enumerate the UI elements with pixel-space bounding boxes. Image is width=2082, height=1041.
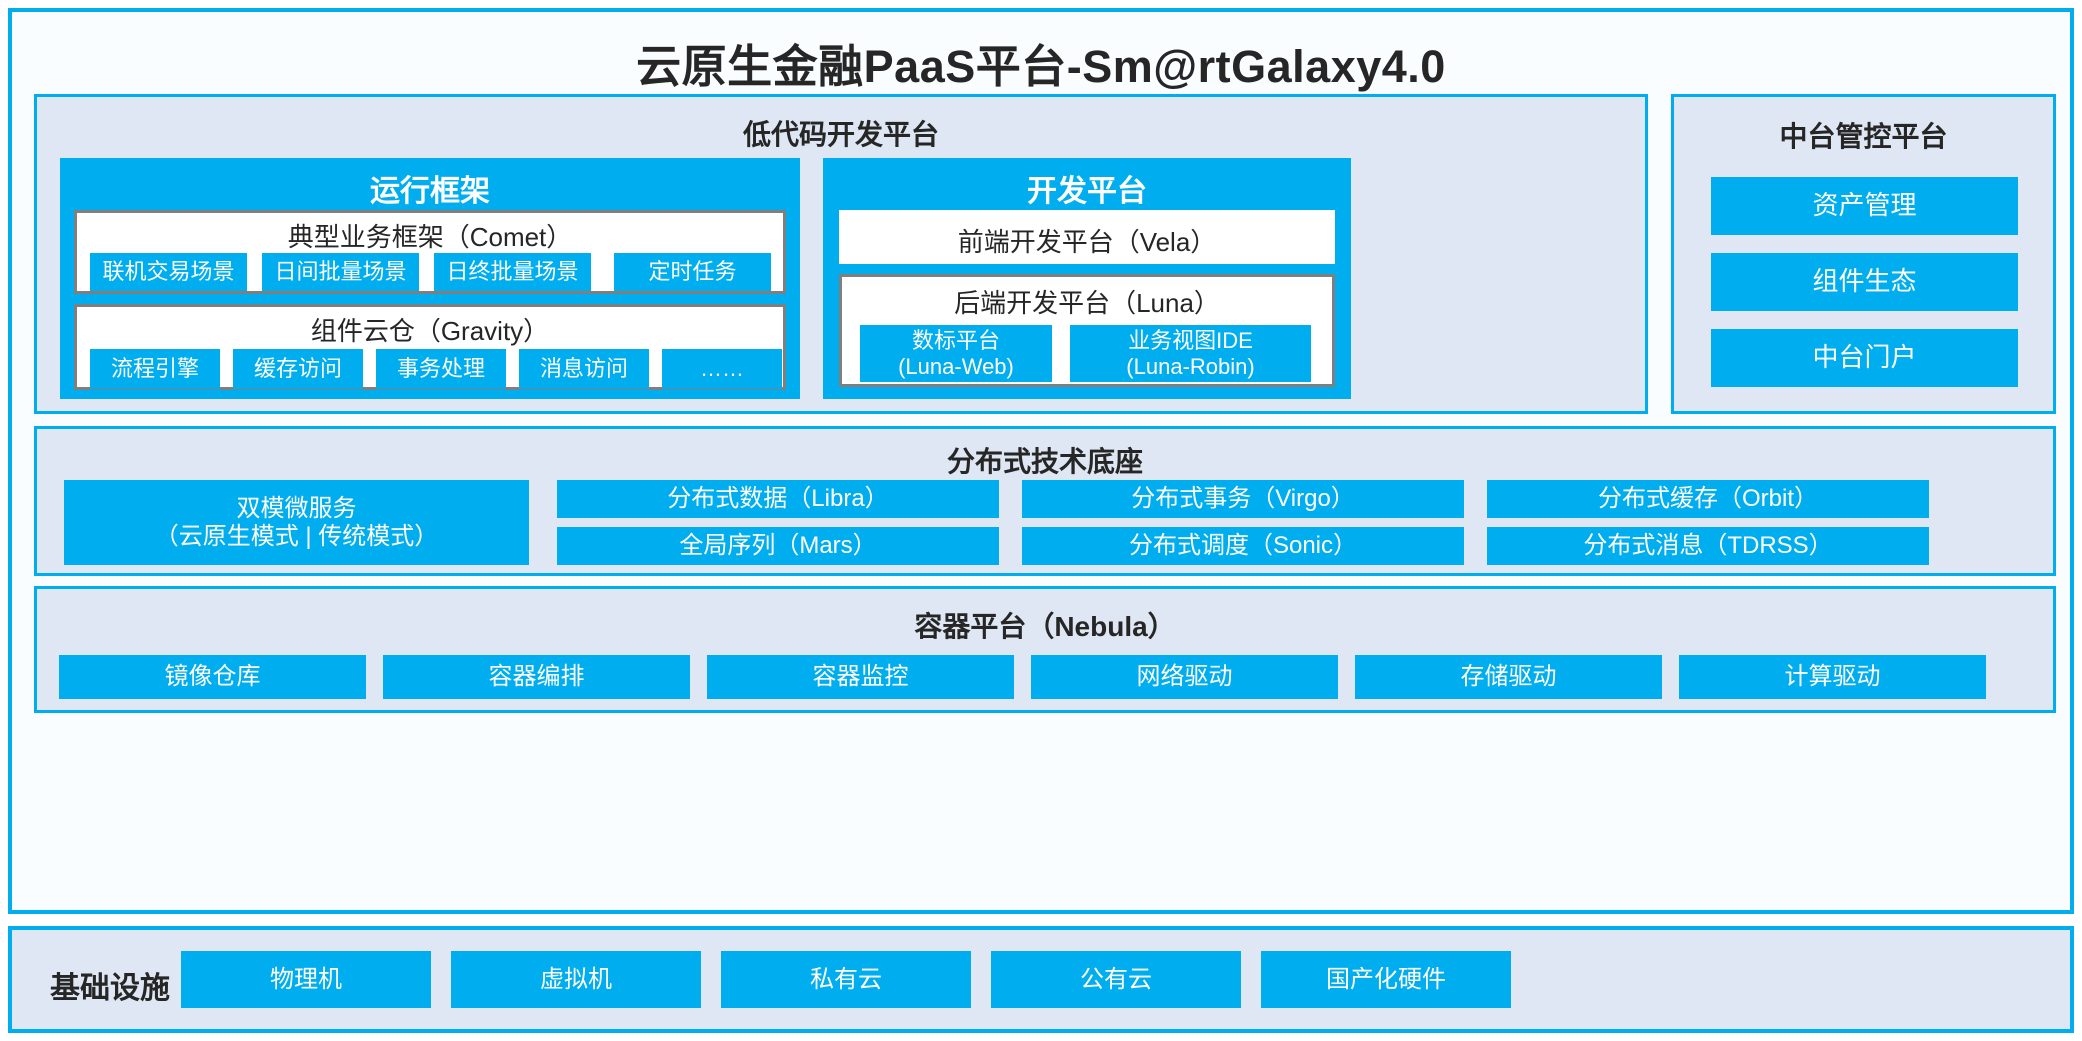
comet-item-0[interactable]: 联机交易场景 bbox=[90, 253, 247, 291]
distributed-item-sonic[interactable]: 分布式调度（Sonic） bbox=[1022, 527, 1464, 565]
gravity-item-0[interactable]: 流程引擎 bbox=[90, 349, 220, 389]
luna-card: 后端开发平台（Luna） 数标平台 (Luna-Web) 业务视图IDE (Lu… bbox=[839, 274, 1335, 387]
gravity-title: 组件云仓（Gravity） bbox=[310, 316, 550, 346]
midoffice-item-0[interactable]: 资产管理 bbox=[1711, 177, 2018, 235]
comet-item-2[interactable]: 日终批量场景 bbox=[434, 253, 591, 291]
midoffice-title: 中台管控平台 bbox=[1779, 121, 1948, 152]
distributed-foundation-title: 分布式技术底座 bbox=[946, 446, 1143, 477]
midoffice-panel: 中台管控平台 资产管理 组件生态 中台门户 bbox=[1671, 94, 2056, 414]
infrastructure-item-4[interactable]: 国产化硬件 bbox=[1261, 951, 1511, 1008]
container-item-4[interactable]: 存储驱动 bbox=[1355, 655, 1662, 699]
dual-mode-microservice-chip[interactable]: 双模微服务 （云原生模式 | 传统模式） bbox=[64, 480, 529, 565]
container-item-0[interactable]: 镜像仓库 bbox=[59, 655, 366, 699]
infrastructure-item-1[interactable]: 虚拟机 bbox=[451, 951, 701, 1008]
comet-item-1[interactable]: 日间批量场景 bbox=[262, 253, 419, 291]
comet-item-3[interactable]: 定时任务 bbox=[614, 253, 771, 291]
luna-item-0[interactable]: 数标平台 (Luna-Web) bbox=[860, 325, 1052, 382]
lowcode-platform-panel: 低代码开发平台 运行框架 典型业务框架（Comet） 联机交易场景 日间批量场景… bbox=[34, 94, 1648, 414]
gravity-item-2[interactable]: 事务处理 bbox=[376, 349, 506, 389]
infrastructure-item-0[interactable]: 物理机 bbox=[181, 951, 431, 1008]
distributed-item-virgo[interactable]: 分布式事务（Virgo） bbox=[1022, 480, 1464, 518]
distributed-item-mars[interactable]: 全局序列（Mars） bbox=[557, 527, 999, 565]
luna-item-1[interactable]: 业务视图IDE (Luna-Robin) bbox=[1070, 325, 1311, 382]
container-platform-panel: 容器平台（Nebula） 镜像仓库 容器编排 容器监控 网络驱动 存储驱动 计算… bbox=[34, 586, 2056, 713]
luna-title: 后端开发平台（Luna） bbox=[954, 288, 1220, 318]
runtime-framework-block: 运行框架 典型业务框架（Comet） 联机交易场景 日间批量场景 日终批量场景 … bbox=[60, 158, 800, 399]
vela-title: 前端开发平台（Vela） bbox=[957, 227, 1217, 257]
dev-platform-block: 开发平台 前端开发平台（Vela） 后端开发平台（Luna） 数标平台 (Lun… bbox=[823, 158, 1351, 399]
midoffice-item-2[interactable]: 中台门户 bbox=[1711, 329, 2018, 387]
gravity-item-3[interactable]: 消息访问 bbox=[519, 349, 649, 389]
infrastructure-strip: 基础设施 物理机 虚拟机 私有云 公有云 国产化硬件 bbox=[8, 926, 2074, 1033]
gravity-card: 组件云仓（Gravity） 流程引擎 缓存访问 事务处理 消息访问 …… bbox=[74, 304, 786, 390]
dev-platform-title: 开发平台 bbox=[1027, 175, 1147, 208]
comet-card: 典型业务框架（Comet） 联机交易场景 日间批量场景 日终批量场景 定时任务 bbox=[74, 210, 786, 294]
container-item-1[interactable]: 容器编排 bbox=[383, 655, 690, 699]
platform-frame: 云原生金融PaaS平台-Sm@rtGalaxy4.0 低代码开发平台 运行框架 … bbox=[8, 8, 2074, 914]
container-item-3[interactable]: 网络驱动 bbox=[1031, 655, 1338, 699]
lowcode-platform-title: 低代码开发平台 bbox=[742, 119, 939, 150]
comet-title: 典型业务框架（Comet） bbox=[287, 222, 573, 252]
midoffice-item-1[interactable]: 组件生态 bbox=[1711, 253, 2018, 311]
container-item-2[interactable]: 容器监控 bbox=[707, 655, 1014, 699]
gravity-item-4[interactable]: …… bbox=[662, 349, 782, 389]
infrastructure-item-3[interactable]: 公有云 bbox=[991, 951, 1241, 1008]
container-item-5[interactable]: 计算驱动 bbox=[1679, 655, 1986, 699]
page-title: 云原生金融PaaS平台-Sm@rtGalaxy4.0 bbox=[636, 41, 1446, 92]
infrastructure-item-2[interactable]: 私有云 bbox=[721, 951, 971, 1008]
container-platform-title: 容器平台（Nebula） bbox=[914, 611, 1176, 642]
infrastructure-label: 基础设施 bbox=[50, 972, 170, 1005]
distributed-item-tdrss[interactable]: 分布式消息（TDRSS） bbox=[1487, 527, 1929, 565]
gravity-item-1[interactable]: 缓存访问 bbox=[233, 349, 363, 389]
runtime-framework-title: 运行框架 bbox=[370, 175, 490, 208]
distributed-item-libra[interactable]: 分布式数据（Libra） bbox=[557, 480, 999, 518]
distributed-foundation-panel: 分布式技术底座 双模微服务 （云原生模式 | 传统模式） 分布式数据（Libra… bbox=[34, 426, 2056, 576]
vela-card: 前端开发平台（Vela） bbox=[839, 210, 1335, 264]
distributed-item-orbit[interactable]: 分布式缓存（Orbit） bbox=[1487, 480, 1929, 518]
